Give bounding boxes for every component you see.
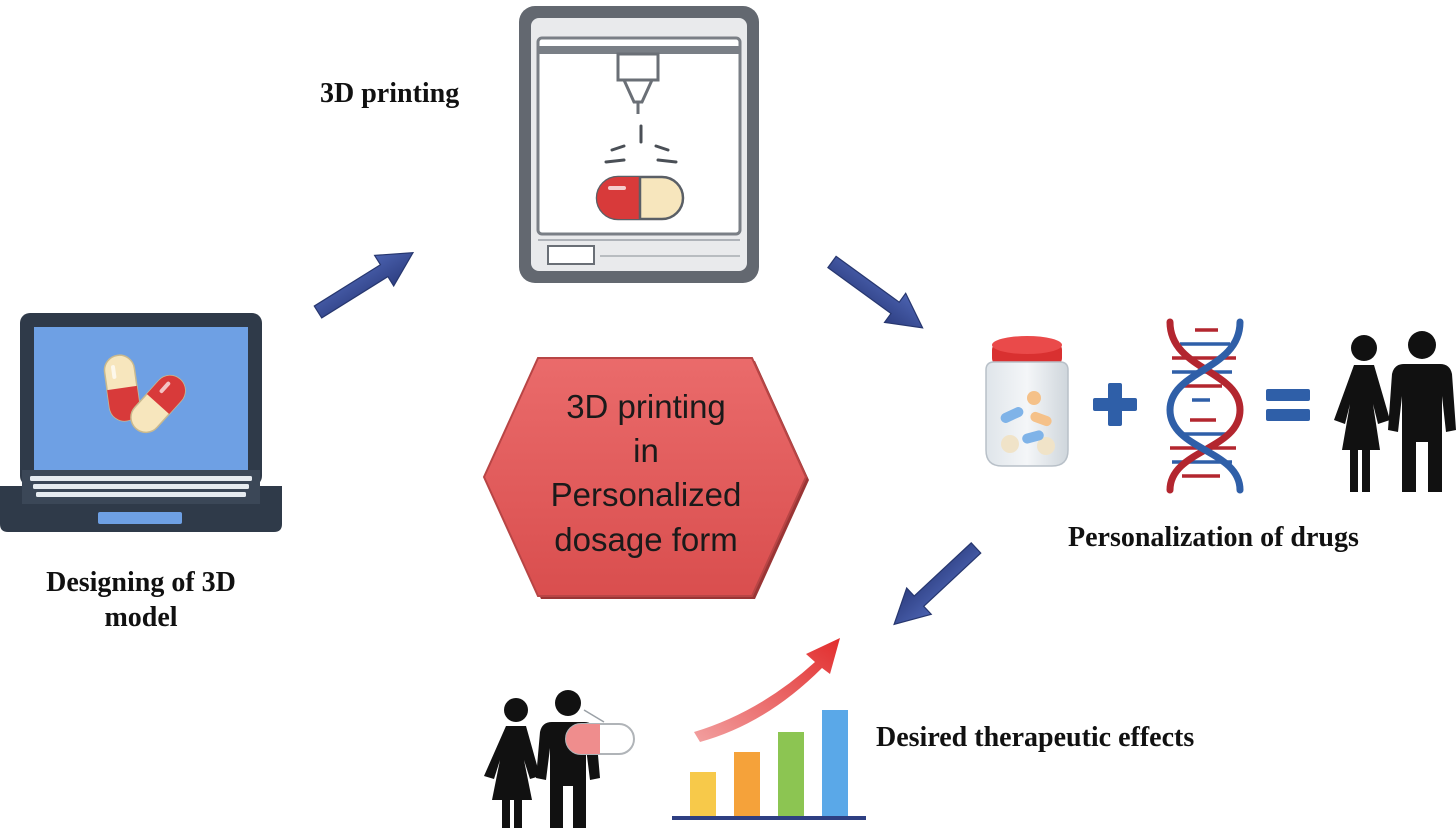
center-line-3: Personalized: [551, 476, 742, 513]
label-designing-line-2: model: [104, 602, 178, 633]
label-therapeutic: Desired therapeutic effects: [876, 722, 1195, 753]
chart-bar-3: [778, 732, 804, 816]
label-3d-printing: 3D printing: [320, 78, 460, 109]
chart-bar-1: [690, 772, 716, 816]
laptop-icon: [0, 313, 282, 532]
plus-icon: [1093, 383, 1137, 426]
pill: [1000, 391, 1055, 455]
label-personalization: Personalization of drugs: [1068, 522, 1359, 553]
center-line-1: 3D printing: [566, 388, 726, 425]
bar-chart-icon: [672, 710, 866, 820]
3d-printer-icon: [519, 6, 759, 283]
center-hexagon: 3D printing in Personalized dosage form: [482, 357, 809, 599]
capsule-icon: [595, 175, 685, 221]
dna-icon: [1166, 318, 1244, 494]
label-designing-line-1: Designing of 3D: [46, 567, 236, 598]
center-line-2: in: [633, 432, 659, 469]
chart-bar-4: [822, 710, 848, 816]
people-icon: [1334, 331, 1456, 492]
flow-arrow-to-personalization: [820, 246, 934, 343]
capsule-icon: [103, 354, 141, 422]
label-designing: Designing of 3D model: [0, 565, 282, 635]
capsule-icon: [130, 374, 186, 434]
flow-arrow-to-printer: [307, 236, 424, 328]
keyboard: [30, 476, 252, 497]
capsule-icon: [565, 723, 635, 755]
center-line-4: dosage form: [554, 521, 737, 558]
people-icon: [484, 690, 605, 828]
chart-bar-2: [734, 752, 760, 816]
equals-icon: [1266, 389, 1310, 421]
trend-arrow-icon: [694, 638, 840, 742]
flow-arrow-to-effects: [881, 534, 989, 639]
pill-bottle-icon: [985, 336, 1069, 467]
